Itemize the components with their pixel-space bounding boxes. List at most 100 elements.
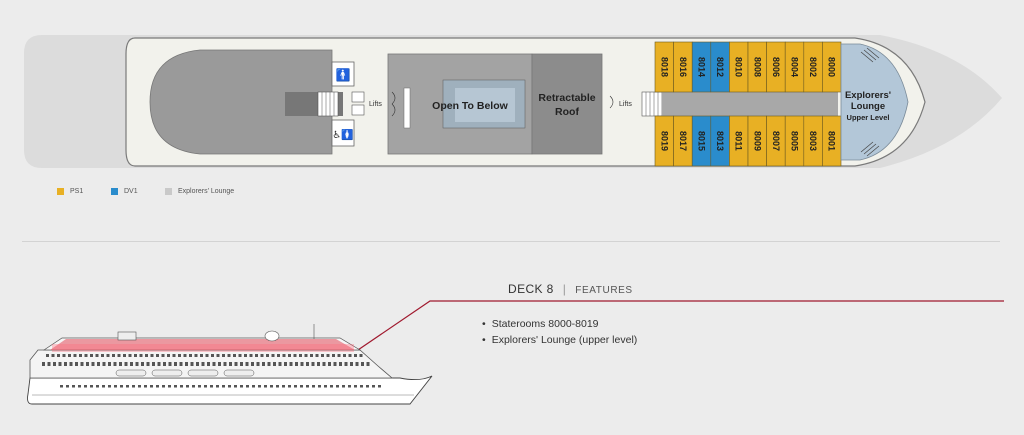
ship-window <box>123 354 126 357</box>
ship-window <box>205 354 209 357</box>
ship-window <box>72 385 75 388</box>
ship-window <box>96 385 99 388</box>
ship-window <box>47 362 51 366</box>
ship-window <box>57 354 60 357</box>
cabin-number: 8011 <box>734 131 744 151</box>
ship-window <box>207 362 210 366</box>
ship-window <box>211 354 214 357</box>
ship-window <box>168 385 171 388</box>
fwd-lifts-label: Lifts <box>619 101 632 108</box>
ship-window <box>311 362 315 366</box>
aft-lift-2 <box>351 104 365 116</box>
ship-window <box>212 362 216 366</box>
ship-window <box>141 362 144 366</box>
ship-window <box>144 385 147 388</box>
cabin-number: 8017 <box>678 131 688 151</box>
restroom-box <box>331 61 355 87</box>
ship-window <box>252 385 255 388</box>
ship-window <box>240 385 243 388</box>
ship-window <box>234 385 237 388</box>
ship-window <box>321 354 324 357</box>
ship-window <box>156 354 159 357</box>
ship-window <box>75 362 78 366</box>
cabin-number: 8015 <box>697 131 707 151</box>
ship-window <box>299 354 302 357</box>
ship-window <box>210 385 213 388</box>
ship-window <box>234 362 238 366</box>
ship-window <box>128 354 132 357</box>
ship-window <box>201 362 205 366</box>
aft-stairs-steps <box>317 91 339 117</box>
ship-window <box>186 385 189 388</box>
aft-lifts-label: Lifts <box>369 101 382 108</box>
ship-window <box>330 385 333 388</box>
ship-window <box>240 362 243 366</box>
ship-window <box>271 354 275 357</box>
ship-window <box>134 354 137 357</box>
ship-window <box>318 385 321 388</box>
ship-window <box>266 354 269 357</box>
fwd-stairs-steps <box>645 92 659 116</box>
feature-item: Staterooms 8000-8019 <box>482 318 637 330</box>
cabin-number: 8012 <box>715 57 725 77</box>
ship-window <box>120 385 123 388</box>
cabin-number: 8004 <box>790 57 800 77</box>
ship-window <box>68 354 71 357</box>
open-to-below-label: Open To Below <box>432 100 508 112</box>
legend-label: Explorers' Lounge <box>178 188 235 195</box>
ship-window <box>218 362 221 366</box>
window-row-hull <box>60 385 381 388</box>
cabin-number: 8014 <box>697 57 707 77</box>
legend-label: DV1 <box>124 188 138 195</box>
ship-window <box>312 385 315 388</box>
cabin-number: 8005 <box>790 131 800 151</box>
ship-window <box>295 362 298 366</box>
ship-window <box>256 362 260 366</box>
ship-window <box>284 362 287 366</box>
ship-window <box>183 354 187 357</box>
section-divider <box>22 241 1000 242</box>
fwd-corridor <box>662 92 838 116</box>
ship-window <box>79 354 82 357</box>
ship-window <box>53 362 56 366</box>
ship-hull <box>27 375 433 405</box>
ship-window <box>150 385 153 388</box>
ship-window <box>126 385 129 388</box>
cabin-number: 8019 <box>659 131 669 151</box>
ship-window <box>73 354 77 357</box>
fwd-lifts-arc <box>609 95 614 109</box>
ship-window <box>189 354 192 357</box>
ship-window <box>332 354 335 357</box>
ship-window <box>174 385 177 388</box>
ship-window <box>78 385 81 388</box>
ship-window <box>156 385 159 388</box>
ship-window <box>106 354 110 357</box>
ship-window <box>300 362 304 366</box>
ship-window <box>174 362 177 366</box>
ship-window <box>277 354 280 357</box>
legend-swatch <box>57 188 64 195</box>
ship-window <box>152 362 155 366</box>
atrium-lifts-arc <box>391 91 396 117</box>
ship-window <box>180 385 183 388</box>
ship-window <box>348 385 351 388</box>
ship-window <box>315 354 319 357</box>
ship-window <box>117 354 121 357</box>
ship-window <box>366 385 369 388</box>
ship-window <box>276 385 279 388</box>
ship-window <box>229 362 232 366</box>
fwd-stairs <box>641 91 663 117</box>
retractable-roof <box>531 53 603 155</box>
ship-window <box>84 354 88 357</box>
cabin-number: 8006 <box>771 57 781 77</box>
ship-window <box>238 354 242 357</box>
feature-item: Explorers' Lounge (upper level) <box>482 334 638 346</box>
ship-window <box>135 362 139 366</box>
ship-window <box>192 385 195 388</box>
ship-window <box>306 385 309 388</box>
cabin-number: 8007 <box>771 131 781 151</box>
ship-window <box>245 362 249 366</box>
ship-window <box>322 362 326 366</box>
ship-window <box>260 354 264 357</box>
